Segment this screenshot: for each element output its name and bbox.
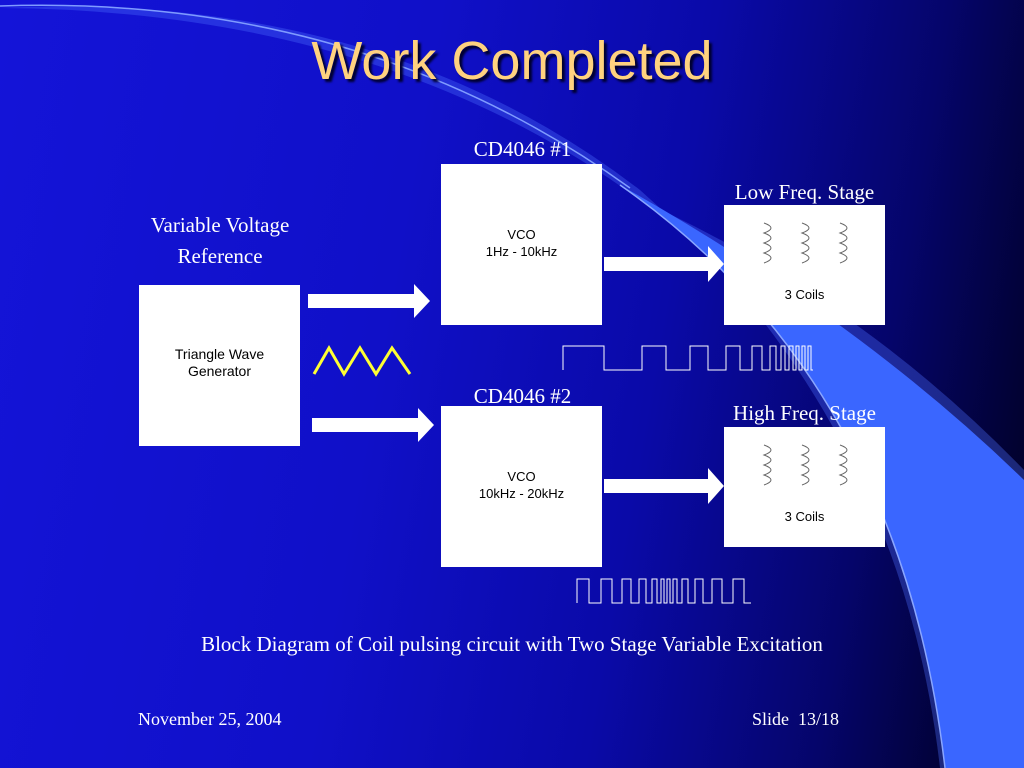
high-freq-stage-label: High Freq. Stage <box>733 401 876 425</box>
vco2-line1: VCO <box>507 469 536 484</box>
arrow-to-high-stage <box>604 468 724 504</box>
vco2-block: VCO 10kHz - 20kHz <box>441 406 602 567</box>
high-freq-square-wave-icon <box>576 578 751 604</box>
footer-date: November 25, 2004 <box>138 709 282 729</box>
vco1-line1: VCO <box>507 227 536 242</box>
variable-voltage-reference-label: Variable Voltage Reference <box>120 210 320 272</box>
vco1-block: VCO 1Hz - 10kHz <box>441 164 602 325</box>
arrow-to-vco2 <box>312 408 434 442</box>
slide-title: Work Completed <box>311 31 713 91</box>
cd4046-1-label: CD4046 #1 <box>473 137 572 161</box>
arrow-to-low-stage <box>604 246 724 282</box>
coil-icons <box>762 444 848 486</box>
vco2-line2: 10kHz - 20kHz <box>478 486 565 501</box>
diagram-caption: Block Diagram of Coil pulsing circuit wi… <box>201 632 823 656</box>
high-coils-label: 3 Coils <box>784 509 825 524</box>
triangle-generator-line1: Triangle Wave <box>174 346 265 362</box>
low-freq-stage-label: Low Freq. Stage <box>734 180 875 204</box>
vco1-line2: 1Hz - 10kHz <box>485 244 558 259</box>
triangle-wave-generator-block: Triangle Wave Generator <box>139 285 300 446</box>
triangle-generator-line2: Generator <box>187 363 252 379</box>
vvr-label-line2: Reference <box>177 244 263 268</box>
triangle-wave-icon <box>312 344 412 377</box>
vvr-label-line1: Variable Voltage <box>150 213 290 237</box>
coil-icons <box>762 222 848 264</box>
arrow-to-vco1 <box>308 284 430 318</box>
low-freq-square-wave-icon <box>562 345 813 371</box>
low-coils-label: 3 Coils <box>784 287 825 302</box>
cd4046-2-label: CD4046 #2 <box>473 384 572 408</box>
footer-slide-number: Slide 13/18 <box>752 709 840 729</box>
high-freq-coils-block: 3 Coils <box>724 427 885 547</box>
low-freq-coils-block: 3 Coils <box>724 205 885 325</box>
